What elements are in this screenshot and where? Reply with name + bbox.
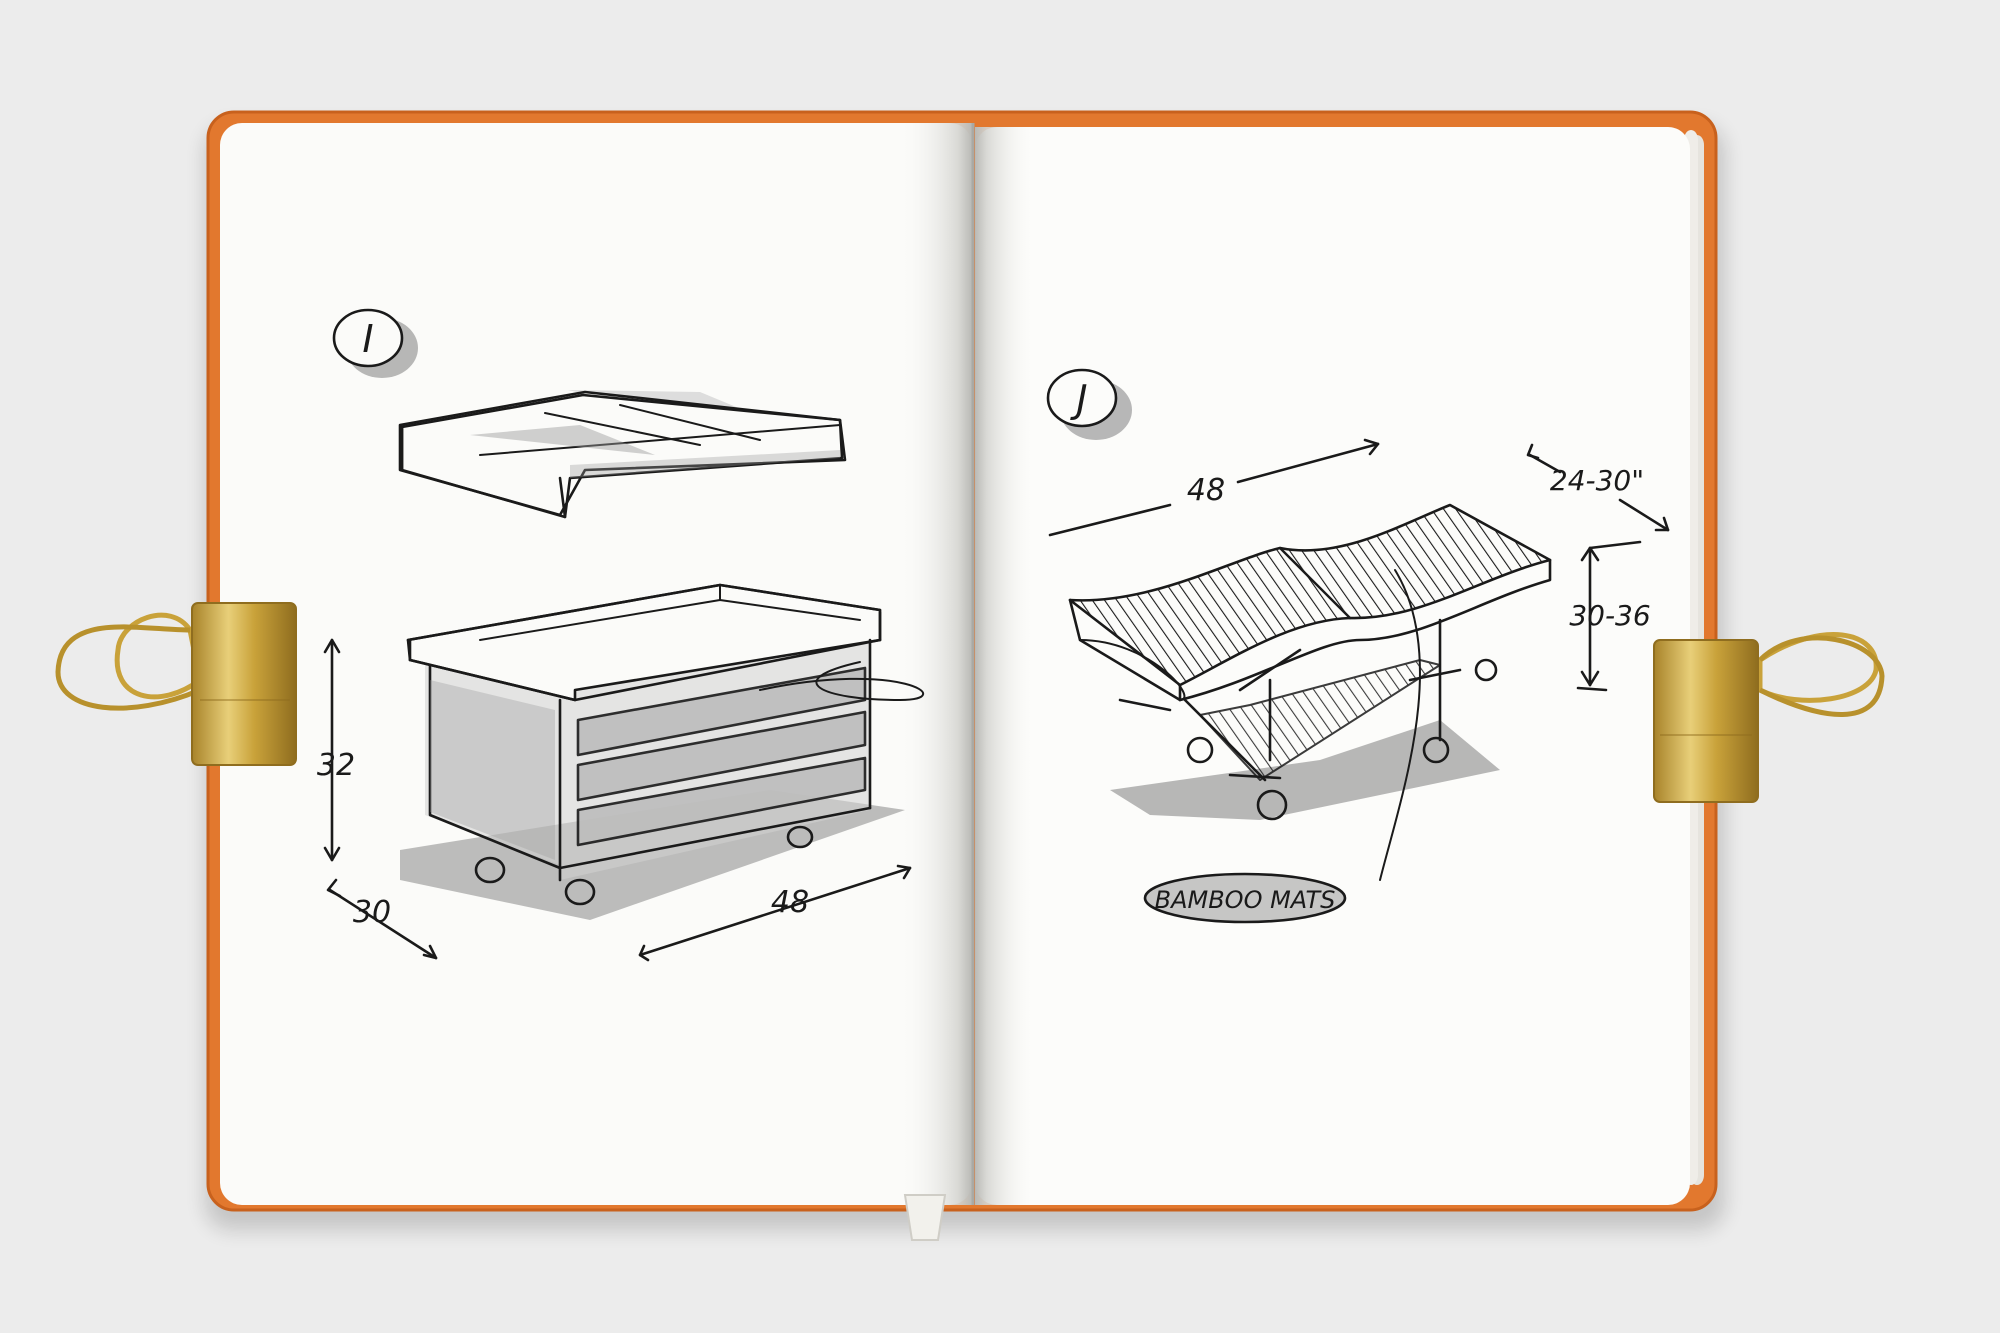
cart-body [406,583,924,906]
dim-depth-right: 24-30" [1550,464,1644,497]
binder-clip-icon [55,602,297,766]
badge-i: I [332,308,418,378]
dim-height-left: 32 [317,748,355,783]
binder-clip-icon [1653,632,1885,803]
dim-height-right: 30-36 [1569,599,1650,632]
dimension-lines-right [1048,438,1670,692]
sketch-storage-cart: I [317,308,924,962]
dim-depth-left: 30 [353,895,391,930]
sketch-bamboo-cart: J [1046,368,1670,924]
badge-i-label: I [362,317,373,361]
tray-lid [398,390,847,519]
ribbon-bookmark-icon [903,1194,947,1241]
right-page [975,127,1690,1205]
badge-j: J [1046,368,1132,440]
dim-width-left: 48 [771,885,809,920]
cart-frame [1118,618,1498,821]
callout-bubble [1143,872,1347,924]
dimension-lines-left [323,638,912,962]
callout-label: BAMBOO MATS [1155,886,1336,914]
bamboo-mat-top [1068,503,1552,702]
dim-width-right: 48 [1187,473,1225,508]
